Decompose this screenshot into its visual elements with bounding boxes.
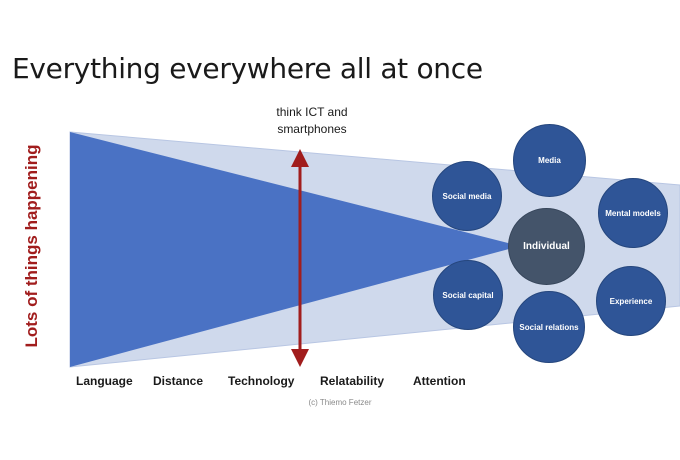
circle-mental-models: Mental models (598, 178, 668, 248)
annotation-text: think ICT and smartphones (276, 105, 348, 136)
circle-individual: Individual (508, 208, 585, 285)
circle-social-media: Social media (432, 161, 502, 231)
y-axis-label: Lots of things happening (22, 144, 41, 348)
x-label-distance: Distance (153, 374, 204, 388)
x-label-relatability: Relatability (320, 374, 385, 388)
circle-social-relations: Social relations (513, 291, 585, 363)
circle-media: Media (513, 124, 586, 197)
footer-credit: (c) Thiemo Fetzer (308, 398, 372, 407)
x-label-technology: Technology (228, 374, 295, 388)
circle-social-capital: Social capital (433, 260, 503, 330)
circle-experience: Experience (596, 266, 666, 336)
x-label-language: Language (76, 374, 133, 388)
slide-title: Everything everywhere all at once (12, 52, 483, 85)
x-label-attention: Attention (413, 374, 466, 388)
